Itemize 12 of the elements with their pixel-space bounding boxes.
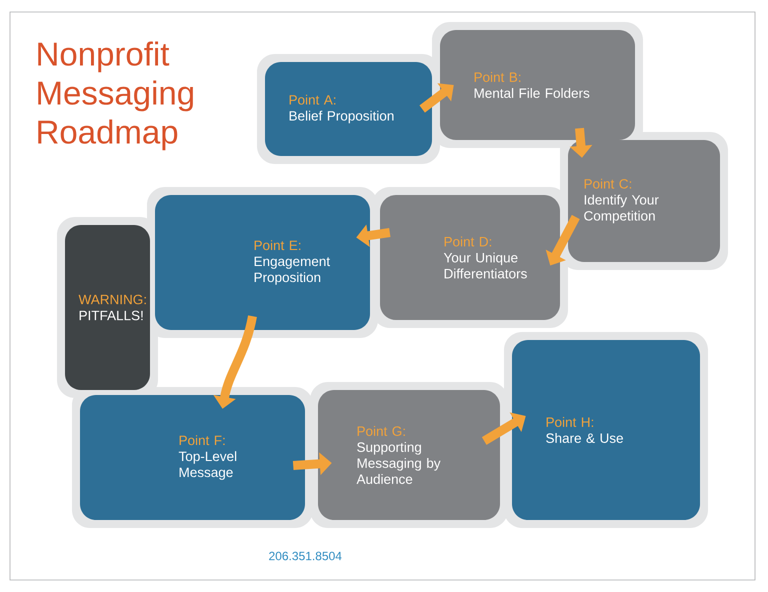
phone-number: 206.351.8504 bbox=[269, 552, 342, 560]
arrow bbox=[419, 83, 454, 113]
roadmap-step: Point E: Engagement Proposition bbox=[155, 195, 370, 330]
roadmap-step: WARNING: PITFALLS! bbox=[65, 225, 150, 390]
roadmap-step: Point B: Mental File Folders bbox=[440, 30, 635, 140]
roadmap-step: Point F: Top-Level Message bbox=[80, 395, 305, 520]
roadmap-step: Point D: Your Unique Differentiators bbox=[380, 195, 560, 320]
roadmap-step: Point A: Belief Proposition bbox=[265, 62, 432, 156]
roadmap-step: Point C: Identify Your Competition bbox=[568, 140, 720, 262]
roadmap-step: Point G: Supporting Messaging by Audience bbox=[318, 390, 500, 520]
roadmap-step: Point H: Share & Use bbox=[512, 340, 700, 520]
title: Nonprofit Messaging Roadmap bbox=[38, 42, 193, 150]
